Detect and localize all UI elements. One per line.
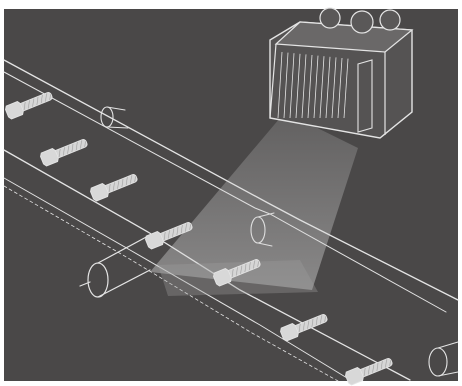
illuminated-area xyxy=(158,260,318,296)
camera xyxy=(270,8,412,138)
connector xyxy=(380,10,400,30)
connector xyxy=(320,8,340,28)
connector xyxy=(351,11,373,33)
